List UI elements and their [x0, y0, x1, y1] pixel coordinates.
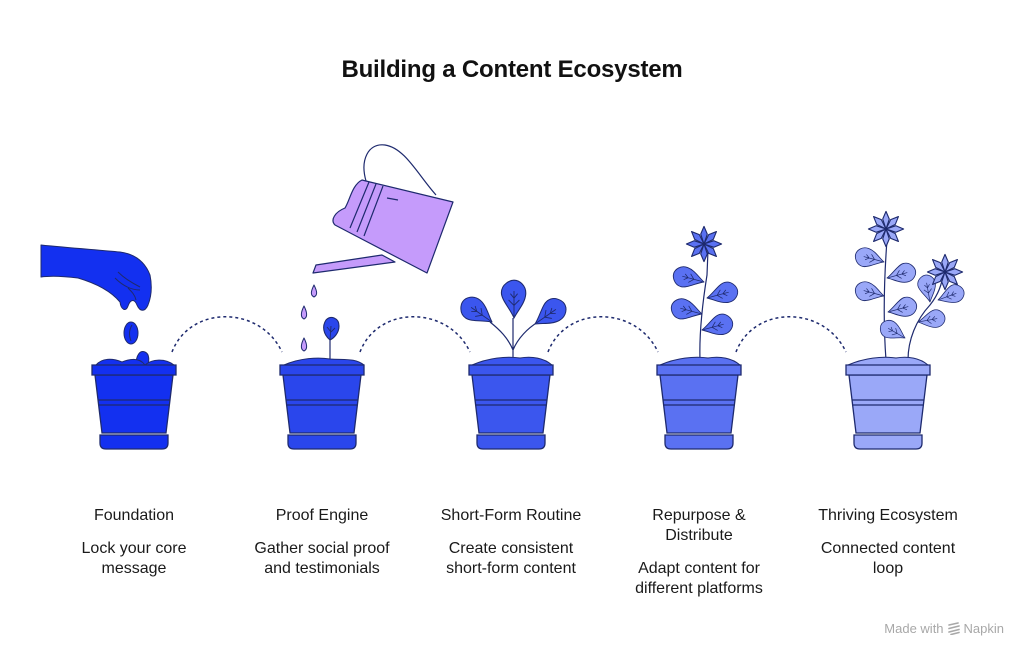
step-description: Adapt content for different platforms [635, 560, 763, 597]
hand [40, 244, 152, 311]
flowering-plant-icon [659, 225, 741, 366]
made-with-napkin-badge: Made with Napkin [884, 621, 1004, 636]
step-short-form-routine: Short-Form Routine Create consistent sho… [421, 506, 601, 579]
pot-2 [279, 364, 365, 450]
step-description: Gather social proof and testimonials [254, 540, 390, 577]
soil [659, 356, 741, 366]
step-label: Thriving Ecosystem [818, 507, 958, 524]
three-leaf-plant-icon [455, 279, 572, 366]
watering-can-sprout-icon [283, 144, 454, 366]
step-description: Lock your core message [81, 540, 187, 577]
diagram-title: Building a Content Ecosystem [341, 56, 683, 83]
connector-1-2 [171, 316, 283, 353]
soil [847, 356, 929, 366]
two-flower-plant-icon [847, 210, 967, 366]
step-label: Foundation [93, 507, 175, 524]
connectors [171, 316, 847, 353]
step-repurpose-distribute: Repurpose & Distribute Adapt content for… [609, 506, 789, 599]
napkin-brand-text: Napkin [963, 621, 1004, 636]
pot-4 [656, 364, 742, 450]
step-thriving-ecosystem: Thriving Ecosystem Connected content loo… [798, 506, 978, 579]
step-label: Repurpose & Distribute [652, 507, 746, 544]
seed [123, 321, 139, 345]
napkin-logo-icon [947, 622, 960, 635]
water-drop [310, 284, 318, 298]
soil [283, 357, 365, 366]
soil [95, 358, 175, 366]
step-proof-engine: Proof Engine Gather social proof and tes… [232, 506, 412, 579]
step-foundation: Foundation Lock your core message [44, 506, 224, 579]
made-with-text: Made with [884, 621, 944, 636]
can-spout [312, 254, 396, 274]
step-label: Short-Form Routine [440, 507, 582, 524]
can-handle [363, 144, 437, 196]
connector-4-5 [735, 316, 847, 353]
water-drop [300, 305, 308, 320]
pot-3 [468, 364, 554, 450]
connector-2-3 [359, 316, 471, 353]
soil [471, 356, 553, 366]
water-drop [300, 337, 308, 352]
step-label: Proof Engine [275, 507, 369, 524]
connector-3-4 [547, 316, 659, 353]
can-body [332, 179, 454, 274]
pot-1 [91, 364, 177, 450]
hand-dropping-seeds-icon [40, 244, 175, 366]
step-description: Create consistent short-form content [446, 540, 576, 577]
step-description: Connected content loop [820, 540, 956, 577]
sprout-leaf [323, 317, 340, 341]
pot-5 [845, 364, 931, 450]
